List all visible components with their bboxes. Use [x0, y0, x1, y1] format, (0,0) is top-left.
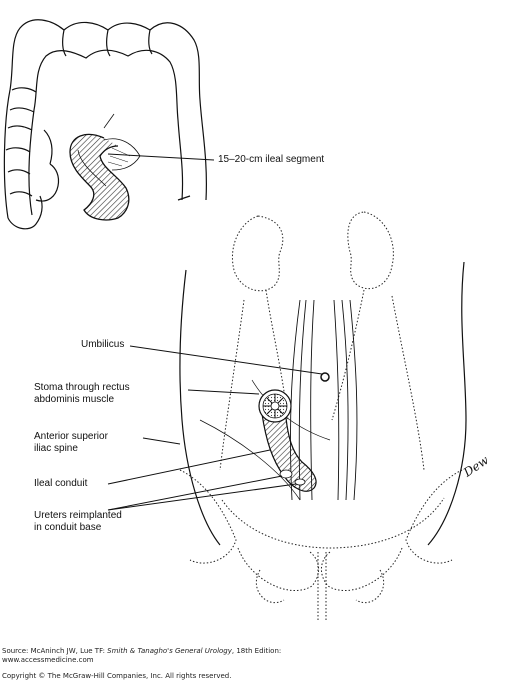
stoma-label: Stoma through rectus abdominis muscle [34, 382, 130, 406]
torso-outline [179, 261, 467, 546]
ileal-segment-drawing [69, 113, 141, 221]
pelvis [221, 497, 445, 549]
umbilicus-marker [320, 372, 330, 382]
iliac-spine-label: Anterior superior iliac spine [34, 431, 108, 455]
ureter-leader-2 [107, 483, 297, 511]
source-suffix: , 18th Edition: [231, 647, 282, 655]
copyright-notice: Copyright © The McGraw-Hill Companies, I… [2, 672, 232, 680]
umbilicus-label: Umbilicus [81, 339, 125, 350]
right-kidney [347, 211, 394, 289]
internal-organs-dotted [179, 211, 463, 620]
stoma-label-line2: abdominis muscle [34, 394, 115, 405]
ureter-leader-1 [107, 475, 283, 511]
stoma-leader [187, 389, 260, 395]
ileal-segment-leader [107, 153, 215, 161]
source-title: Smith & Tanagho's General Urology [107, 647, 232, 655]
spine-leader [142, 437, 181, 445]
iliac-spine-label-line2: iliac spine [34, 443, 78, 454]
iliac-spine-label-line1: Anterior superior [34, 431, 108, 442]
stoma-label-line1: Stoma through rectus [34, 382, 130, 393]
stoma-drawing [258, 389, 292, 423]
left-kidney [232, 215, 284, 292]
conduit-leader [107, 449, 271, 485]
colon-drawing [3, 19, 207, 230]
source-site: www.accessmedicine.com [2, 656, 94, 664]
ureters-label-line2: in conduit base [34, 522, 102, 533]
leader-lines [107, 153, 323, 511]
source-prefix: Source: McAninch JW, Lue TF: [2, 647, 108, 655]
ileal-conduit-label: Ileal conduit [34, 478, 88, 489]
umbilicus-leader [129, 345, 323, 375]
ileal-segment-label: 15–20-cm ileal segment [218, 154, 325, 165]
ileal-conduit-drawing [261, 413, 317, 492]
source-citation: Source: McAninch JW, Lue TF: Smith & Tan… [2, 647, 281, 655]
ureters-label: Ureters reimplanted in conduit base [34, 510, 122, 534]
ureters-label-line1: Ureters reimplanted [34, 510, 122, 521]
